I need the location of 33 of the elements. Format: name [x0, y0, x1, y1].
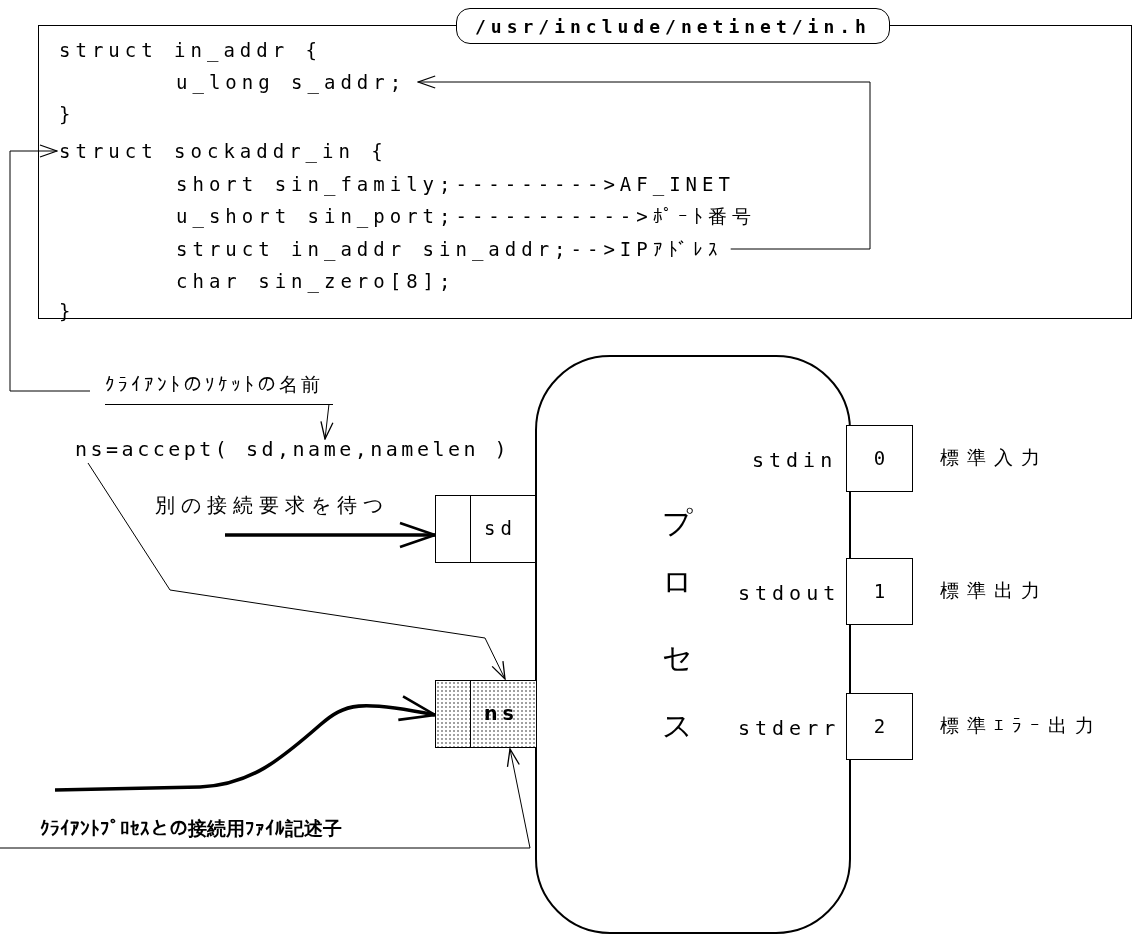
leader-arrow	[417, 75, 871, 250]
leader-arrow	[320, 403, 334, 440]
process-box	[535, 355, 851, 934]
code-line: char sin_zero[8];	[176, 269, 456, 293]
stream-name: stdin	[752, 448, 838, 472]
leader-arrow	[0, 748, 531, 849]
descriptor-slot: sd	[435, 495, 536, 563]
stream-name: stdout	[738, 581, 841, 605]
code-line: }	[59, 299, 76, 323]
descriptor-slot: ns	[435, 680, 537, 748]
underlined-note: ｸﾗｲｱﾝﾄのｿｹｯﾄの名前	[105, 372, 333, 405]
descriptor-cell: 0	[846, 425, 913, 492]
descriptor-cell: 1	[846, 558, 913, 625]
side-label: 標準ｴﾗｰ出力	[940, 713, 1102, 738]
code-line: short sin_family;--------->AF_INET	[176, 172, 735, 196]
code-line: }	[59, 102, 76, 126]
process-label: プロセス	[659, 482, 696, 770]
arrow	[54, 695, 437, 792]
code-line: u_short sin_port;----------->ﾎﾟｰﾄ番号	[176, 204, 756, 228]
leader-arrow	[9, 144, 91, 392]
side-label: 標準出力	[940, 578, 1048, 603]
note-text: ｸﾗｲｱﾝﾄﾌﾟﾛｾｽとの接続用ﾌｧｲﾙ記述子	[0, 816, 468, 848]
code-line: u_long s_addr;	[176, 70, 407, 94]
function-call: ns=accept( sd,name,namelen )	[75, 437, 511, 461]
arrow	[225, 521, 437, 549]
code-line: struct in_addr {	[59, 38, 323, 62]
leader-arrow	[87, 462, 506, 680]
code-line: struct in_addr sin_addr;-->IPｱﾄﾞﾚｽ	[176, 237, 723, 261]
stream-name: stderr	[738, 716, 841, 740]
descriptor-cell: 2	[846, 693, 913, 760]
file-name-tab: /usr/include/netinet/in.h	[456, 8, 890, 44]
code-line: struct sockaddr_in {	[59, 139, 388, 163]
side-label: 標準入力	[940, 445, 1048, 470]
